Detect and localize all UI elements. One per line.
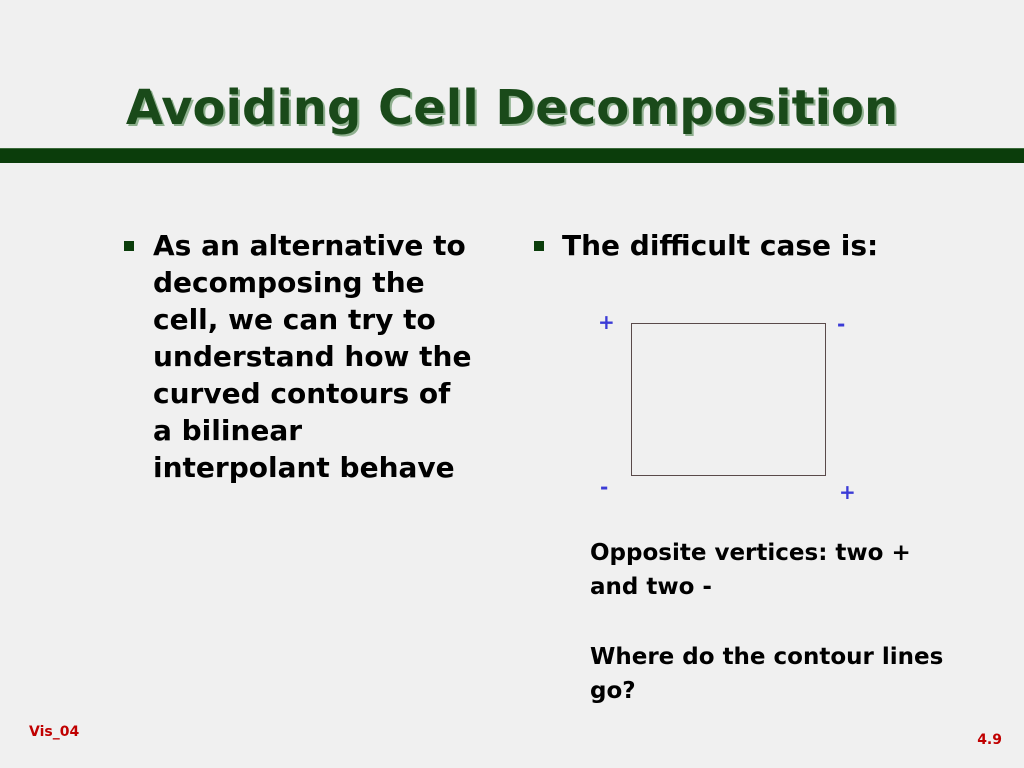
right-bullet-text: The difficult case is:	[562, 229, 879, 262]
vertex-sign-bottom-right: +	[839, 480, 856, 504]
title-divider	[0, 148, 1024, 163]
bullet-square-icon	[124, 241, 134, 251]
footer-course-label: Vis_04	[29, 724, 80, 740]
caption-opposite-vertices: Opposite vertices: two + and two -	[590, 540, 911, 600]
bullet-square-icon	[534, 241, 544, 251]
caption-contour-question: Where do the contour lines go?	[590, 644, 944, 704]
footer-slide-number: 4.9	[977, 732, 1002, 748]
slide-title: Avoiding Cell Decomposition	[125, 80, 899, 136]
left-bullet-text: As an alternative to decomposing the cel…	[153, 229, 472, 484]
cell-square	[631, 323, 826, 476]
vertex-sign-top-left: +	[598, 310, 615, 334]
vertex-sign-top-right: -	[837, 312, 846, 336]
vertex-sign-bottom-left: -	[600, 475, 609, 499]
